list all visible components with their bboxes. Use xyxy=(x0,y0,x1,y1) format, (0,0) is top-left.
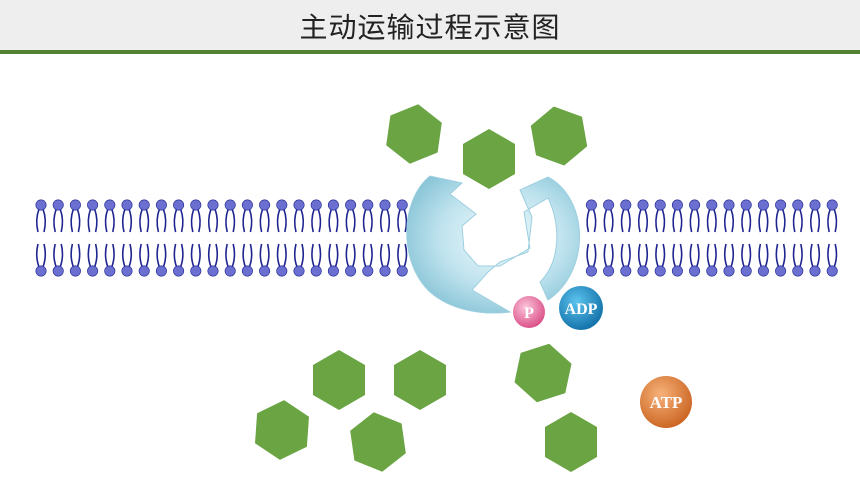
phospholipid-icon xyxy=(706,199,718,277)
hexagon-molecule-icon xyxy=(463,129,515,189)
phosphate-label: P xyxy=(524,305,534,322)
phospholipid-icon xyxy=(379,199,391,277)
phospholipid-icon xyxy=(585,199,597,277)
atp-label: ATP xyxy=(650,393,683,412)
phospholipid-icon xyxy=(654,199,666,277)
hexagon-molecule-icon xyxy=(530,106,588,166)
adp-molecule: ADP xyxy=(559,286,603,330)
phospholipid-icon xyxy=(396,199,408,277)
title-bar: 主动运输过程示意图 xyxy=(0,0,860,50)
phospholipid-icon xyxy=(809,199,821,277)
phospholipid-icon xyxy=(637,199,649,277)
phospholipid-icon xyxy=(620,199,632,277)
phospholipid-bilayer xyxy=(35,199,838,277)
adp-label: ADP xyxy=(565,301,598,318)
phospholipid-icon xyxy=(87,199,99,277)
phospholipid-icon xyxy=(723,199,735,277)
phospholipid-icon xyxy=(207,199,219,277)
phospholipid-icon xyxy=(757,199,769,277)
atp-icon xyxy=(640,376,692,428)
carrier-protein-icon xyxy=(406,175,580,314)
phospholipid-icon xyxy=(792,199,804,277)
page-title: 主动运输过程示意图 xyxy=(299,11,561,44)
phospholipid-icon xyxy=(276,199,288,277)
phospholipid-icon xyxy=(689,199,701,277)
phospholipid-icon xyxy=(121,199,133,277)
phospholipid-icon xyxy=(173,199,185,277)
phospholipid-icon xyxy=(603,199,615,277)
phospholipid-icon xyxy=(345,199,357,277)
phospholipid-icon xyxy=(52,199,64,277)
adp-icon xyxy=(559,286,603,330)
hexagon-molecule-icon xyxy=(313,350,365,410)
phospholipid-icon xyxy=(138,199,150,277)
phospholipid-icon xyxy=(293,199,305,277)
phospholipid-icon xyxy=(826,199,838,277)
phospholipid-icon xyxy=(740,199,752,277)
phospholipid-icon xyxy=(155,199,167,277)
phospholipid-icon xyxy=(310,199,322,277)
hexagon-molecule-icon xyxy=(545,412,597,472)
phospholipid-icon xyxy=(241,199,253,277)
hexagon-molecule-icon xyxy=(386,104,442,164)
atp-molecule: ATP xyxy=(640,376,692,428)
hexagon-molecule-icon xyxy=(394,350,446,410)
phosphate-icon xyxy=(513,296,545,328)
phospholipid-icon xyxy=(190,199,202,277)
hexagon-molecule-icon xyxy=(255,400,309,460)
hexagon-molecule-icon xyxy=(514,343,572,403)
phospholipid-icon xyxy=(362,199,374,277)
title-underline xyxy=(0,50,860,54)
phospholipid-icon xyxy=(104,199,116,277)
molecule-group xyxy=(255,104,597,472)
phospholipid-icon xyxy=(775,199,787,277)
phospholipid-icon xyxy=(327,199,339,277)
phospholipid-icon xyxy=(35,199,47,277)
phospholipid-icon xyxy=(224,199,236,277)
phosphate-molecule: P xyxy=(513,296,545,328)
hexagon-molecule-icon xyxy=(350,412,406,472)
phospholipid-icon xyxy=(69,199,81,277)
phospholipid-icon xyxy=(259,199,271,277)
phospholipid-icon xyxy=(671,199,683,277)
